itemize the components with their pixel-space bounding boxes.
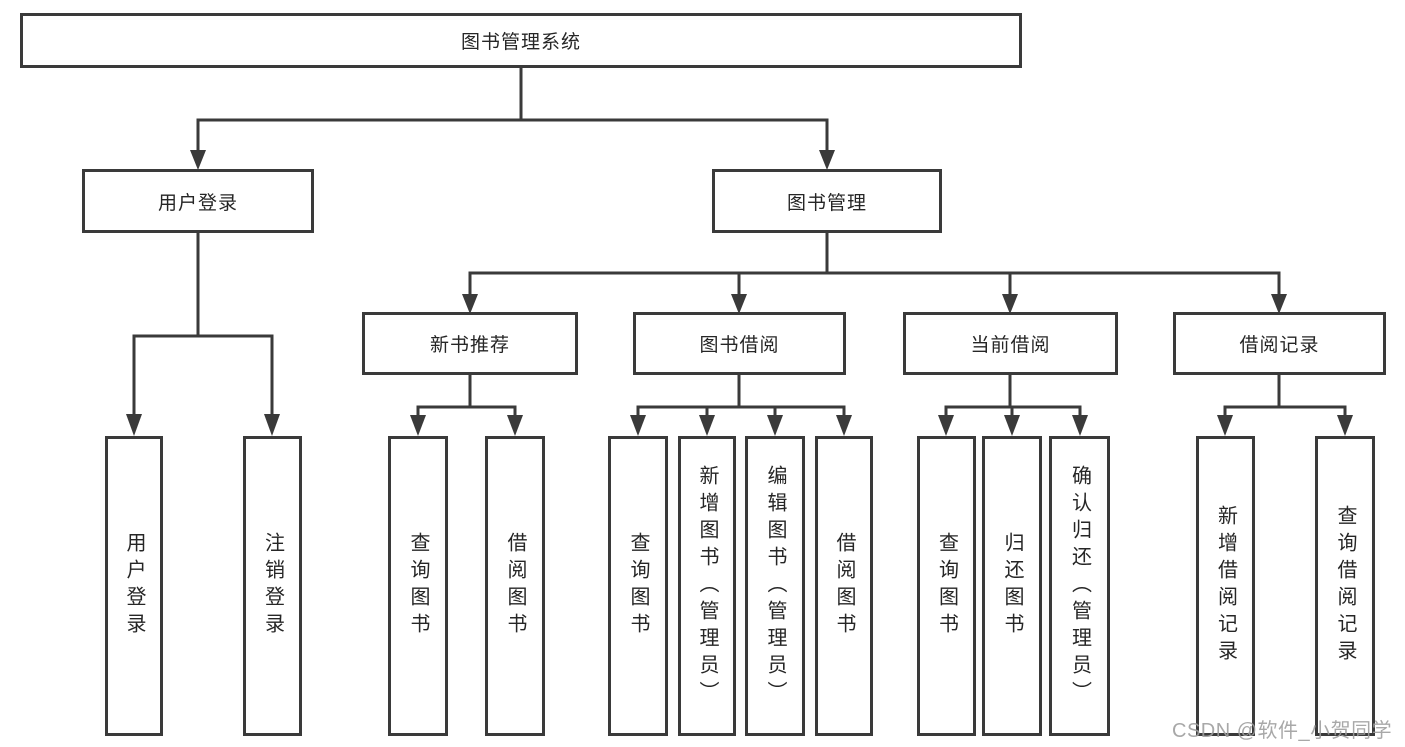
leaf-label: 用户登录 <box>123 532 145 640</box>
connector-current-to-leaves <box>938 375 1088 436</box>
leaf-confirm-return-admin: 确认归还（管理员） <box>1049 436 1110 736</box>
leaf-query-books-current: 查询图书 <box>917 436 976 736</box>
leaf-label: 新增借阅记录 <box>1214 505 1237 667</box>
node-borrow-records: 借阅记录 <box>1173 312 1386 375</box>
connector-mgmt-to-level3 <box>462 233 1287 314</box>
connector-borrow-to-leaves <box>630 375 852 436</box>
node-book-borrow: 图书借阅 <box>633 312 846 375</box>
leaf-borrow-books-newbook: 借阅图书 <box>485 436 545 736</box>
connector-login-to-leaves <box>126 233 280 436</box>
connector-newbook-to-leaves <box>410 375 523 436</box>
leaf-query-books-newbook: 查询图书 <box>388 436 448 736</box>
leaf-label: 查询图书 <box>407 532 429 640</box>
leaf-label: 新增图书（管理员） <box>696 464 718 708</box>
leaf-borrow-books: 借阅图书 <box>815 436 873 736</box>
node-book-management: 图书管理 <box>712 169 942 233</box>
node-new-book-recommend: 新书推荐 <box>362 312 578 375</box>
node-root: 图书管理系统 <box>20 13 1022 68</box>
csdn-watermark: CSDN @软件_小贺同学 <box>1172 720 1393 742</box>
connector-root-to-level2 <box>190 68 835 170</box>
leaf-label: 借阅图书 <box>504 532 526 640</box>
leaf-query-books-borrow: 查询图书 <box>608 436 668 736</box>
connector-record-to-leaves <box>1217 375 1353 436</box>
leaf-label: 查询图书 <box>627 532 649 640</box>
leaf-label: 查询借阅记录 <box>1334 505 1356 667</box>
leaf-query-borrow-record: 查询借阅记录 <box>1315 436 1375 736</box>
node-user-login: 用户登录 <box>82 169 314 233</box>
leaf-label: 借阅图书 <box>833 532 855 640</box>
leaf-label: 查询图书 <box>935 532 958 640</box>
leaf-label: 确认归还（管理员） <box>1068 464 1091 708</box>
leaf-label: 注销登录 <box>261 532 284 640</box>
node-current-borrow: 当前借阅 <box>903 312 1118 375</box>
leaf-user-login: 用户登录 <box>105 436 163 736</box>
leaf-label: 归还图书 <box>1001 532 1023 640</box>
leaf-logout: 注销登录 <box>243 436 302 736</box>
leaf-return-books: 归还图书 <box>982 436 1042 736</box>
leaf-add-books-admin: 新增图书（管理员） <box>678 436 736 736</box>
leaf-add-borrow-record: 新增借阅记录 <box>1196 436 1255 736</box>
leaf-label: 编辑图书（管理员） <box>764 464 786 708</box>
leaf-edit-books-admin: 编辑图书（管理员） <box>745 436 805 736</box>
